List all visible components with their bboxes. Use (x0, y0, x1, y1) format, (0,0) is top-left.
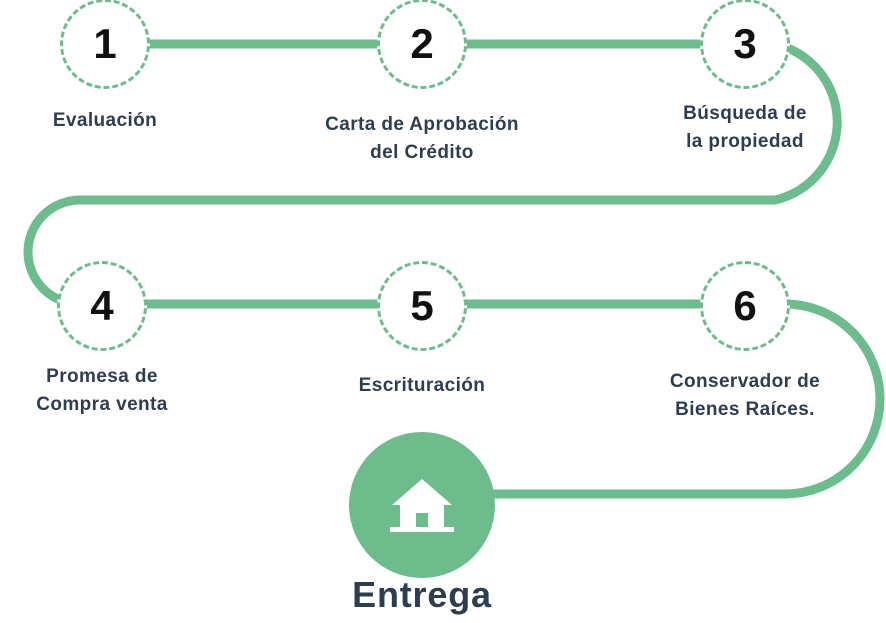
step-3-label: Búsqueda de la propiedad (683, 103, 807, 152)
step-5-number: 5 (410, 282, 434, 329)
step-2-number: 2 (410, 20, 434, 67)
step-4-label: Promesa de Compra venta (36, 366, 168, 415)
step-3-circle: 3 (700, 0, 790, 89)
step-4-circle: 4 (57, 261, 147, 351)
step-2-circle: 2 (377, 0, 467, 89)
house-icon (390, 479, 454, 532)
step-1-label: Evaluación (52, 110, 158, 131)
step-1-number: 1 (93, 20, 117, 67)
step-5-circle: 5 (377, 261, 467, 351)
step-1-circle: 1 (60, 0, 150, 89)
step-5-label: Escrituración (358, 375, 486, 396)
step-4-number: 4 (90, 282, 114, 329)
final-circle (349, 432, 495, 578)
step-6-label: Conservador de Bienes Raíces. (669, 371, 821, 420)
step-3-number: 3 (733, 20, 757, 67)
final-label: Entrega (352, 574, 492, 615)
step-2-label: Carta de Aprobación del Crédito (325, 114, 519, 163)
step-6-number: 6 (733, 282, 757, 329)
connector-line (23, 39, 885, 499)
step-6-circle: 6 (700, 261, 790, 351)
